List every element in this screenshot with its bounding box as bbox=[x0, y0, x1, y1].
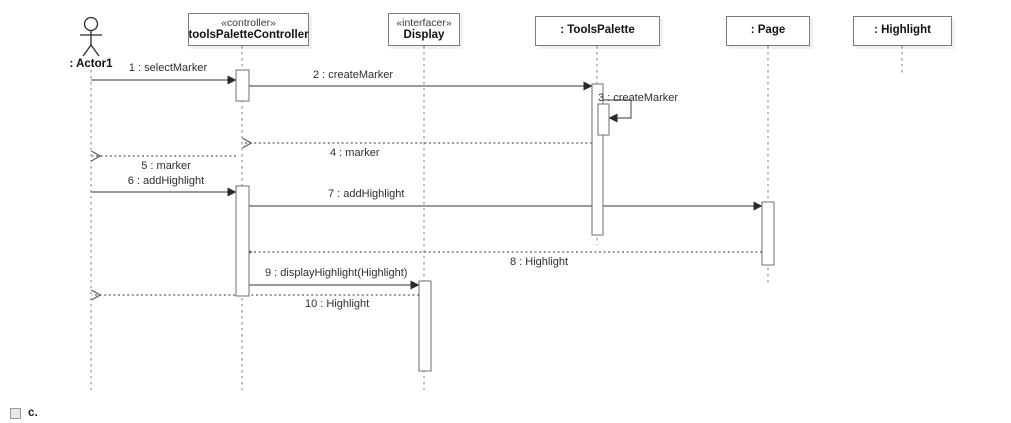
participant-name-display: Display bbox=[403, 28, 445, 41]
activations-layer bbox=[235, 69, 775, 372]
lifelines-layer bbox=[90, 46, 903, 390]
participant-stereotype-display: «interfacer» bbox=[396, 16, 452, 29]
footnote-label: c. bbox=[28, 407, 38, 419]
participant-name-highlight: : Highlight bbox=[874, 24, 931, 37]
activation-bar-act-page-1[interactable] bbox=[761, 201, 775, 266]
activation-bar-act-controller-1[interactable] bbox=[235, 69, 250, 102]
message-label-4: 4 : marker bbox=[330, 147, 380, 159]
participant-box-toolsPalette[interactable]: : ToolsPalette bbox=[535, 16, 660, 46]
activation-bar-act-toolspalette-self[interactable] bbox=[597, 103, 610, 136]
participant-box-page[interactable]: : Page bbox=[726, 16, 810, 46]
message-label-10: 10 : Highlight bbox=[305, 298, 370, 310]
activation-bar-act-controller-2[interactable] bbox=[235, 185, 250, 297]
participant-name-toolsPaletteController: toolsPaletteController bbox=[188, 28, 309, 41]
actor-figure-layer bbox=[80, 16, 102, 57]
message-label-3: 3 : createMarker bbox=[598, 92, 679, 104]
participant-box-toolsPaletteController[interactable]: «controller»toolsPaletteController bbox=[188, 13, 309, 46]
message-label-2: 2 : createMarker bbox=[313, 69, 394, 81]
message-label-6: 6 : addHighlight bbox=[127, 175, 205, 187]
actor-figure-actor1[interactable] bbox=[80, 16, 102, 57]
participant-label-actor1: : Actor1 bbox=[69, 58, 113, 70]
message-label-8: 8 : Highlight bbox=[510, 256, 569, 268]
message-label-7: 7 : addHighlight bbox=[328, 188, 405, 200]
message-label-9: 9 : displayHighlight(Highlight) bbox=[265, 267, 408, 279]
footnote: c. bbox=[10, 407, 38, 419]
participant-stereotype-toolsPaletteController: «controller» bbox=[221, 16, 276, 29]
participant-name-page: : Page bbox=[750, 24, 786, 37]
message-label-1: 1 : selectMarker bbox=[128, 62, 208, 74]
participant-box-display[interactable]: «interfacer»Display bbox=[388, 13, 460, 46]
message-label-5: 5 : marker bbox=[141, 160, 191, 172]
activation-bar-act-toolspalette-1[interactable] bbox=[591, 83, 604, 236]
checkbox-unchecked-icon[interactable] bbox=[10, 407, 21, 419]
messages-layer bbox=[91, 75, 763, 295]
participant-box-highlight[interactable]: : Highlight bbox=[853, 16, 952, 46]
participant-name-toolsPalette: : ToolsPalette bbox=[560, 24, 635, 37]
message-3-self-call[interactable] bbox=[603, 99, 632, 123]
activation-bar-act-display-1[interactable] bbox=[418, 280, 432, 372]
